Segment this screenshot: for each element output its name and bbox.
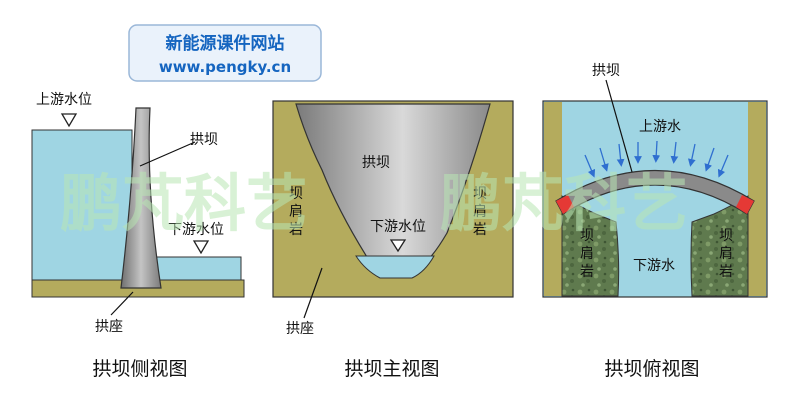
upstream-level-label: 上游水位 xyxy=(36,92,92,108)
front-shoulder-left-label: 坝 肩 岩 xyxy=(289,186,303,238)
front-base-label: 拱座 xyxy=(286,321,314,337)
top-shoulder-left-label: 坝 肩 岩 xyxy=(580,228,594,280)
svg-text:坝: 坝 xyxy=(473,186,487,202)
watermark: 鹏芃科艺 鹏芃科艺 xyxy=(60,167,688,240)
top-dam-leader-line xyxy=(605,79,633,173)
upstream-level-marker xyxy=(60,113,78,128)
water-pressure-arrows xyxy=(584,140,729,178)
svg-text:肩: 肩 xyxy=(580,246,594,262)
svg-text:岩: 岩 xyxy=(719,264,733,280)
front-view-caption: 拱坝主视图 xyxy=(344,358,439,380)
downstream-water xyxy=(154,256,242,281)
logo-url: www.pengky.cn xyxy=(159,58,291,76)
top-shoulder-left-strip xyxy=(544,102,562,296)
base-leader-line xyxy=(110,291,134,316)
front-downstream-label: 下游水位 xyxy=(370,219,426,235)
dam-leader-line xyxy=(139,141,196,167)
top-view-caption: 拱坝俯视图 xyxy=(604,358,699,380)
right-stress-point xyxy=(736,195,754,214)
front-dam-label: 拱坝 xyxy=(362,155,390,171)
watermark-left: 鹏芃科艺 xyxy=(60,167,308,240)
downstream-level-label: 下游水位 xyxy=(168,222,224,238)
side-base-label: 拱座 xyxy=(95,319,123,335)
side-view-panel: 上游水位 拱坝 下游水位 拱座 拱坝侧视图 xyxy=(31,92,245,380)
svg-text:岩: 岩 xyxy=(289,222,303,238)
svg-text:岩: 岩 xyxy=(580,264,594,280)
top-shoulder-right-label: 坝 肩 岩 xyxy=(719,228,733,280)
front-base-leader-line xyxy=(303,267,323,319)
front-level-marker xyxy=(389,239,407,253)
top-dam-label: 拱坝 xyxy=(592,63,620,79)
downstream-level-marker xyxy=(192,240,210,255)
watermark-right: 鹏芃科艺 xyxy=(440,167,688,240)
side-dam-label: 拱坝 xyxy=(190,132,218,148)
svg-text:岩: 岩 xyxy=(473,222,487,238)
svg-text:坝: 坝 xyxy=(580,228,594,244)
side-view-caption: 拱坝侧视图 xyxy=(92,358,187,380)
upstream-water xyxy=(31,129,133,281)
front-view-panel: 拱坝 下游水位 坝 肩 岩 坝 肩 岩 拱座 拱坝主视图 xyxy=(272,100,514,380)
site-logo: 新能源课件网站 www.pengky.cn xyxy=(128,24,322,82)
logo-title: 新能源课件网站 xyxy=(166,33,285,54)
svg-text:坝: 坝 xyxy=(289,186,303,202)
front-shoulder-right-label: 坝 肩 岩 xyxy=(473,186,487,238)
svg-text:肩: 肩 xyxy=(719,246,733,262)
svg-text:肩: 肩 xyxy=(289,204,303,220)
top-view-panel: 拱坝 上游水 下游水 坝 肩 岩 坝 肩 岩 拱坝俯视图 xyxy=(542,63,768,380)
svg-text:肩: 肩 xyxy=(473,204,487,220)
upstream-water-label: 上游水 xyxy=(639,119,681,135)
front-downstream-water xyxy=(355,255,435,279)
left-stress-point xyxy=(556,195,574,214)
downstream-water-label: 下游水 xyxy=(633,258,675,274)
svg-text:坝: 坝 xyxy=(719,228,733,244)
dam-section xyxy=(120,107,162,289)
top-shoulder-right-strip xyxy=(748,102,766,296)
